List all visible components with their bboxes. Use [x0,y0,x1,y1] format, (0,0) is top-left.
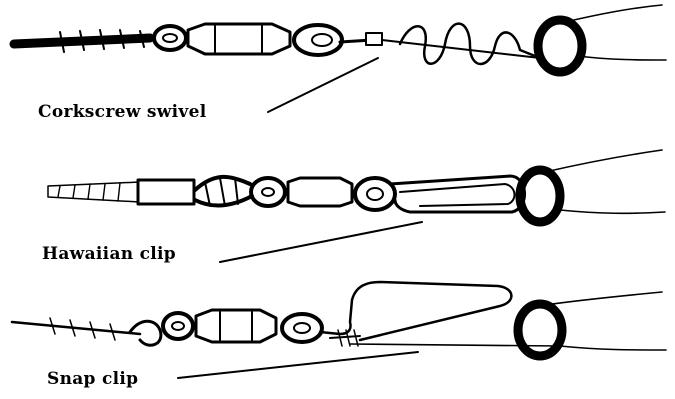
label-corkscrew-swivel: Corkscrew swivel [38,102,206,122]
label-hawaiian-clip: Hawaiian clip [42,244,176,264]
snap-clip-assembly [12,282,666,378]
label-snap-clip: Snap clip [47,369,138,389]
corkscrew-swivel-assembly [14,5,666,112]
